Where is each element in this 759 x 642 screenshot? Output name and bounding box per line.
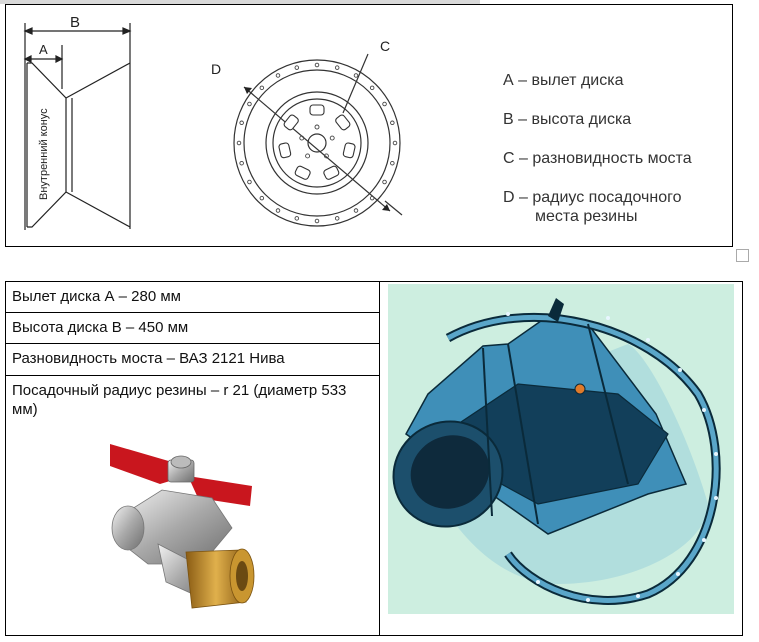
tire-radius-text: Посадочный радиус резины – r 21 (диаметр… <box>12 382 347 418</box>
wheel-vent-slot <box>335 114 351 131</box>
rim-bolt-hole <box>259 85 265 91</box>
ball-valve-image <box>110 444 255 609</box>
hub-bolt-hole <box>314 124 320 130</box>
rim-bolt-hole <box>247 101 252 107</box>
resize-handle[interactable] <box>736 249 749 262</box>
rim-bolt-hole <box>334 65 340 70</box>
rim-bolt-hole <box>334 216 340 221</box>
hub-bolt-hole <box>305 153 311 159</box>
rim-bolt-hole <box>353 208 359 213</box>
legend-item-d-line1: D – радиус посадочного <box>503 189 682 206</box>
rim-bolt-hole <box>239 160 244 166</box>
inner-cone-label: Внутренний конус <box>38 108 50 200</box>
disc-side-view <box>23 23 132 230</box>
rim-bolt-hole <box>275 73 281 78</box>
label-a: A <box>39 42 48 57</box>
rim-bolt-holes <box>236 62 398 224</box>
wheel-vent-slot <box>294 165 311 180</box>
hub-bolt-holes <box>299 124 335 159</box>
rim-bolt-hole <box>353 73 359 78</box>
disc-diagram-panel: B A Внутренний конус D C А – вылет диска… <box>5 4 733 247</box>
label-b: B <box>70 14 80 31</box>
wheel-vent-slots <box>278 104 356 180</box>
label-c: C <box>380 38 390 54</box>
rim-bolt-hole <box>275 208 281 213</box>
spec-row-tire-radius: Посадочный радиус резины – r 21 (диаметр… <box>6 376 379 636</box>
label-d: D <box>211 61 221 77</box>
damper-image <box>388 284 734 614</box>
legend-item-c: С – разновидность моста <box>503 150 692 167</box>
wheel-vent-slot <box>309 104 325 116</box>
c-leader-line <box>342 53 369 114</box>
rim-bolt-hole <box>382 179 387 185</box>
spec-table: Вылет диска А – 280 мм Высота диска В – … <box>5 281 743 636</box>
image-column <box>380 282 742 635</box>
wheel-vent-slot <box>283 114 299 131</box>
spec-row-height: Высота диска В – 450 мм <box>6 313 379 344</box>
rim-bolt-hole <box>236 140 242 146</box>
rim-bolt-hole <box>294 65 300 70</box>
disc-front-view <box>233 53 403 227</box>
rim-bolt-hole <box>239 120 244 126</box>
rim-bolt-hole <box>392 140 398 146</box>
disc-schematic: B A Внутренний конус D C <box>23 14 403 230</box>
diagram-legend: А – вылет диска В – высота диска С – раз… <box>503 71 728 226</box>
rim-bolt-hole <box>294 216 300 221</box>
spec-row-axle: Разновидность моста – ВАЗ 2121 Нива <box>6 344 379 376</box>
spec-column: Вылет диска А – 280 мм Высота диска В – … <box>6 282 380 635</box>
legend-item-b: В – высота диска <box>503 111 632 128</box>
top-scroll-strip <box>0 0 480 4</box>
rim-bolt-hole <box>390 160 395 166</box>
legend-item-d: D – радиус посадочного места резины <box>503 188 728 226</box>
spec-row-offset: Вылет диска А – 280 мм <box>6 282 379 313</box>
d-radius-line <box>243 86 391 212</box>
rim-bolt-hole <box>369 195 375 201</box>
rim-bolt-hole <box>247 179 252 185</box>
wheel-vent-slot <box>342 142 356 159</box>
rim-bolt-hole <box>314 218 320 224</box>
rim-bolt-hole <box>259 195 265 201</box>
wheel-vent-slot <box>323 165 340 180</box>
rim-bolt-hole <box>390 120 395 126</box>
rim-bolt-hole <box>314 62 320 68</box>
hub-bolt-hole <box>299 135 305 141</box>
legend-item-d-line2: места резины <box>535 208 638 225</box>
valve-handle-left <box>110 444 180 484</box>
rim-bolt-hole <box>369 85 375 91</box>
rim-bolt-hole <box>382 101 387 107</box>
wheel-vent-slot <box>278 142 292 159</box>
legend-item-a: А – вылет диска <box>503 72 624 89</box>
hub-bolt-hole <box>323 153 329 159</box>
hub-bolt-hole <box>329 135 335 141</box>
